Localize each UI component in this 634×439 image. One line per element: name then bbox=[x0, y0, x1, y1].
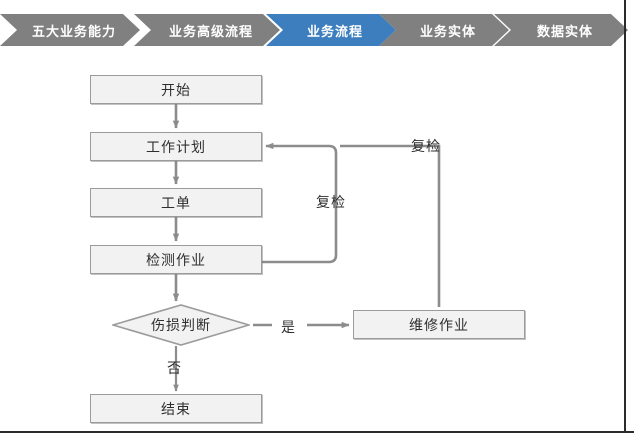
breadcrumb-item-2[interactable]: 业务高级流程 bbox=[134, 14, 280, 46]
edge-label-recheck-outer: 复检 bbox=[411, 138, 441, 154]
breadcrumb-item-1-label: 五大业务能力 bbox=[31, 23, 116, 39]
breadcrumb-item-1[interactable]: 五大业务能力 bbox=[0, 14, 140, 46]
breadcrumb-item-3-active[interactable]: 业务流程 bbox=[266, 14, 396, 46]
flow-node-work-plan-label: 工作计划 bbox=[146, 138, 206, 155]
flow-node-end-label: 结束 bbox=[161, 400, 191, 417]
edge-label-no: 否 bbox=[167, 360, 182, 376]
flow-node-damage-decision-label: 伤损判断 bbox=[151, 317, 211, 333]
flow-node-inspection-label: 检测作业 bbox=[146, 251, 206, 268]
flow-node-repair[interactable]: 维修作业 bbox=[353, 310, 525, 339]
flow-node-work-plan[interactable]: 工作计划 bbox=[90, 132, 262, 161]
breadcrumb-item-4[interactable]: 业务实体 bbox=[379, 14, 509, 46]
breadcrumb-item-3-label: 业务流程 bbox=[306, 23, 363, 39]
edge-label-recheck-inner: 复检 bbox=[316, 194, 346, 210]
flow-node-damage-decision[interactable]: 伤损判断 bbox=[112, 304, 250, 346]
flow-node-work-order-label: 工单 bbox=[161, 194, 191, 211]
flow-node-work-order[interactable]: 工单 bbox=[90, 188, 262, 217]
edge-repair-recheck-loop-to-plan bbox=[340, 144, 441, 307]
breadcrumb-item-5[interactable]: 数据实体 bbox=[494, 14, 628, 46]
diamond-shape bbox=[112, 304, 250, 346]
edge-inspect-recheck-loop-to-plan bbox=[262, 142, 338, 264]
breadcrumb-item-5-label: 数据实体 bbox=[536, 23, 593, 39]
edge-label-yes: 是 bbox=[281, 319, 296, 335]
breadcrumb-item-2-label: 业务高级流程 bbox=[168, 23, 253, 39]
slide-right-rule bbox=[624, 0, 626, 432]
breadcrumb-item-4-label: 业务实体 bbox=[419, 23, 476, 39]
breadcrumb: 五大业务能力 业务高级流程 业务流程 业务实体 数据实体 bbox=[0, 14, 632, 46]
flow-node-start-label: 开始 bbox=[161, 81, 191, 98]
flow-node-inspection[interactable]: 检测作业 bbox=[90, 245, 262, 274]
flow-node-repair-label: 维修作业 bbox=[409, 316, 469, 333]
flow-node-start[interactable]: 开始 bbox=[90, 75, 262, 104]
flow-node-end[interactable]: 结束 bbox=[90, 394, 262, 423]
slide-bottom-rule bbox=[0, 431, 634, 433]
